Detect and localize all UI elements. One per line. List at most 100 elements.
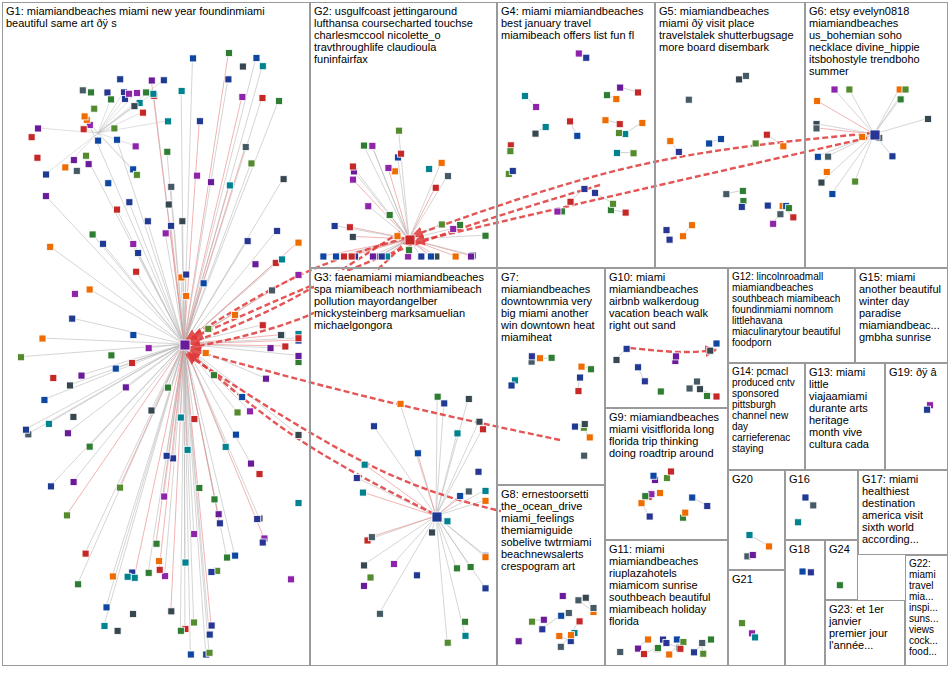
vertex-icon — [252, 261, 259, 268]
vertex-link — [364, 516, 436, 565]
vertex-icon — [713, 393, 720, 400]
vertex-icon — [859, 133, 866, 140]
vertex-icon — [666, 236, 673, 243]
vertex-link — [50, 246, 184, 344]
group-title-text: G17: miami healthiest destination americ… — [862, 473, 923, 545]
vertex-icon — [234, 409, 241, 416]
vertex-icon — [135, 249, 142, 256]
group-title: G12: lincolnroadmall miamiandbeaches sou… — [729, 269, 854, 348]
vertex-icon — [348, 253, 355, 260]
group-title-text: G13: miami little viajaamiami durante ar… — [809, 366, 869, 450]
vertex-icon — [567, 198, 574, 205]
vertex-link — [50, 344, 184, 486]
vertex-icon — [42, 193, 49, 200]
vertex-link — [117, 139, 184, 344]
vertex-link — [45, 196, 184, 344]
vertex-icon — [548, 354, 555, 361]
vertex-icon — [143, 89, 150, 96]
vertex-link — [874, 89, 905, 134]
group-title: G18 — [786, 541, 824, 555]
vertex-link — [417, 453, 436, 516]
vertex-icon — [663, 640, 670, 647]
vertex-icon — [680, 639, 687, 646]
vertex-icon — [81, 113, 88, 120]
vertex-icon — [770, 220, 777, 227]
group-title-text: G8: ernestoorsetti the_ocean_drive miami… — [501, 488, 591, 572]
vertex-icon — [259, 63, 266, 70]
vertex-icon — [780, 143, 787, 150]
vertex-link — [26, 344, 184, 429]
vertex-icon — [852, 178, 859, 185]
vertex-icon — [622, 209, 629, 216]
vertex-icon — [256, 471, 263, 478]
vertex-icon — [468, 253, 475, 260]
vertex-link — [151, 80, 184, 344]
vertex-icon — [205, 325, 212, 332]
group-title: G6: etsy evelyn0818 miamiandbeaches us_b… — [806, 3, 947, 77]
vertex-icon — [590, 605, 597, 612]
vertex-icon — [521, 92, 528, 99]
group-title: G21 — [729, 571, 784, 585]
group-title-text: G15: miami another beautiful winter day … — [859, 271, 941, 343]
vertex-icon — [814, 98, 821, 105]
vertex-link — [44, 344, 184, 399]
group-box: G11: miami miamiandbeaches riuplazahotel… — [605, 540, 728, 666]
vertex-link — [834, 89, 874, 134]
vertex-icon — [539, 626, 546, 633]
vertex-icon — [133, 171, 140, 178]
group-title-text: G1: miamiandbeaches miami new year found… — [6, 5, 265, 29]
vertex-link — [89, 124, 184, 344]
group-box: G12: lincolnroadmall miamiandbeaches sou… — [728, 268, 855, 363]
group-title: G1: miamiandbeaches miami new year found… — [3, 3, 309, 29]
vertex-icon — [556, 633, 563, 640]
vertex-link — [371, 516, 436, 537]
vertex-icon — [799, 568, 806, 575]
vertex-link — [46, 133, 98, 174]
vertex-icon — [444, 518, 451, 525]
vertex-icon — [274, 227, 281, 234]
vertex-icon — [738, 620, 745, 627]
vertex-icon — [717, 136, 724, 143]
inter-group-link — [186, 354, 540, 520]
vertex-icon — [67, 382, 74, 389]
vertex-icon — [475, 468, 482, 475]
vertex-icon — [50, 375, 57, 382]
vertex-icon — [462, 618, 469, 625]
vertex-icon — [182, 559, 189, 566]
group-box: G13: miami little viajaamiami durante ar… — [805, 363, 885, 470]
vertex-icon — [162, 230, 169, 237]
vertex-icon — [126, 199, 133, 206]
vertex-link — [184, 53, 228, 344]
vertex-icon — [39, 335, 46, 342]
group-title-text: G19: ðÿ â — [889, 366, 937, 378]
vertex-icon — [194, 172, 201, 179]
group-title: G19: ðÿ â — [886, 364, 947, 378]
vertex-icon — [114, 136, 121, 143]
vertex-icon — [178, 87, 185, 94]
vertex-icon — [641, 651, 648, 658]
vertex-icon — [587, 366, 594, 373]
vertex-icon — [148, 407, 155, 414]
vertex-icon — [70, 479, 77, 486]
group-title-text: G5: miamiandbeaches miami ðÿ visit place… — [659, 5, 794, 53]
vertex-icon — [349, 233, 356, 240]
vertex-icon — [542, 124, 549, 131]
vertex-icon — [657, 388, 664, 395]
vertex-icon — [657, 490, 664, 497]
vertex-icon — [369, 142, 376, 149]
vertex-icon — [295, 431, 302, 438]
inter-group-link — [190, 350, 560, 440]
vertex-icon — [613, 149, 620, 156]
vertex-icon — [575, 388, 582, 395]
vertex-icon — [476, 418, 483, 425]
group-title-text: G24 — [829, 543, 850, 555]
vertex-icon — [114, 206, 121, 213]
vertex-icon — [667, 138, 674, 145]
vertex-icon — [206, 649, 213, 656]
vertex-icon — [704, 503, 711, 510]
vertex-icon — [639, 119, 646, 126]
vertex-link — [66, 344, 184, 515]
vertex-icon — [763, 131, 770, 138]
inter-group-link — [630, 348, 716, 352]
vertex-icon — [156, 566, 163, 573]
